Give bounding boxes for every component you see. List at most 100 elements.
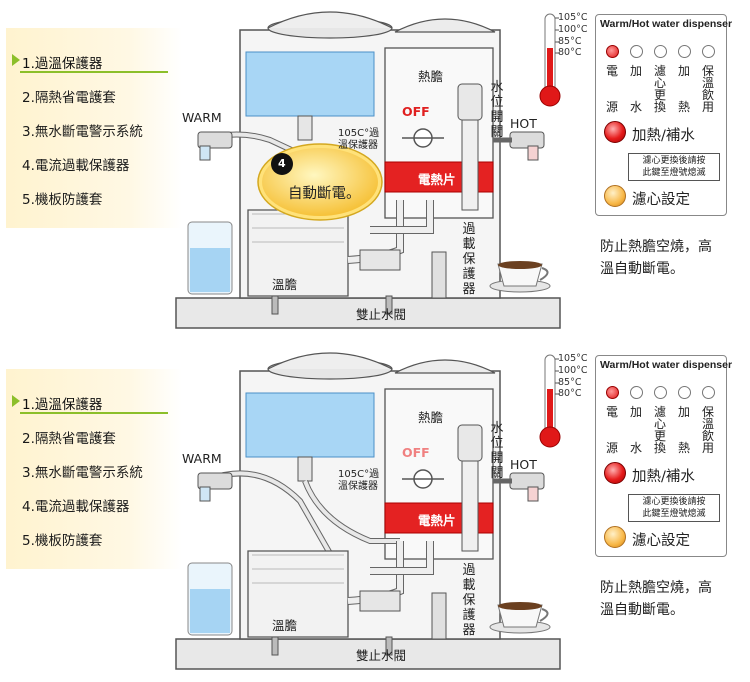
hot-tap-label: HOT bbox=[510, 457, 537, 472]
add-water-led-icon bbox=[630, 386, 643, 399]
filter-led-icon bbox=[654, 45, 667, 58]
caption: 防止熱膽空燒，高 溫自動斷電。 bbox=[600, 580, 712, 618]
indicator-label: 保溫飲 bbox=[701, 64, 714, 102]
heat-refill-button[interactable] bbox=[604, 462, 626, 484]
indicator-label: 換 bbox=[653, 100, 666, 114]
feature-item: 4.電流過載保護器 bbox=[22, 499, 130, 515]
dispenser-svg bbox=[175, 352, 561, 670]
control-panel-title: Warm/Hot water dispenser bbox=[600, 359, 733, 371]
warm-tap-label: WARM bbox=[182, 451, 222, 466]
hot-tap-label: HOT bbox=[510, 116, 537, 131]
indicator-label: 水 bbox=[629, 441, 642, 455]
filter-set-button[interactable] bbox=[604, 526, 626, 548]
hot-tank-label: 熱膽 bbox=[418, 69, 444, 84]
keep-warm-led-icon bbox=[702, 45, 715, 58]
thermo-tick: 100°C bbox=[558, 24, 588, 35]
warm-tank-label: 溫膽 bbox=[272, 618, 298, 633]
heat-refill-button[interactable] bbox=[604, 121, 626, 143]
active-arrow-icon bbox=[12, 395, 20, 407]
water-level-label: 水 位 開 關 bbox=[490, 421, 504, 481]
off-label: OFF bbox=[402, 445, 430, 460]
thermometer: 105°C 100°C 85°C 80°C bbox=[538, 351, 598, 451]
filter-note: 濾心更換後請按 此鍵至燈號熄滅 bbox=[628, 494, 720, 522]
heat-refill-label: 加熱/補水 bbox=[632, 128, 695, 144]
feature-item: 5.機板防護套 bbox=[22, 533, 103, 549]
dual-valve-label: 雙止水閥 bbox=[356, 307, 407, 322]
filter-led-icon bbox=[654, 386, 667, 399]
power-led-icon bbox=[606, 386, 619, 399]
active-arrow-icon bbox=[12, 54, 20, 66]
power-led-icon bbox=[606, 45, 619, 58]
warm-tank-label: 溫膽 bbox=[272, 277, 298, 292]
indicator-label: 保溫飲 bbox=[701, 405, 714, 443]
thermometer: 105°C 100°C 85°C 80°C bbox=[538, 10, 598, 110]
feature-item: 1.過溫保護器 bbox=[22, 56, 103, 72]
overload-protector-label: 過 載 保 護 器 bbox=[462, 563, 476, 638]
panel-without-callout: 1.過溫保護器 2.隔熱省電護套 3.無水斷電警示系統 4.電流過載保護器 5.… bbox=[0, 341, 750, 682]
active-underline bbox=[20, 412, 168, 414]
indicator-label: 水 bbox=[629, 100, 642, 114]
thermometer-icon bbox=[539, 13, 561, 107]
control-panel-title: Warm/Hot water dispenser bbox=[600, 18, 733, 30]
filter-set-label: 濾心設定 bbox=[632, 192, 690, 208]
heater-label: 電熱片 bbox=[418, 172, 456, 187]
water-level-label: 水 位 開 關 bbox=[490, 80, 504, 140]
panel-with-callout: 1.過溫保護器 2.隔熱省電護套 3.無水斷電警示系統 4.電流過載保護器 5.… bbox=[6, 0, 732, 341]
control-panel: Warm/Hot water dispenser 電 加 濾心更 加 保溫飲 源… bbox=[595, 14, 732, 216]
indicator-label: 熱 bbox=[677, 441, 690, 455]
feature-item: 1.過溫保護器 bbox=[22, 397, 103, 413]
thermo-tick: 80°C bbox=[558, 47, 582, 58]
feature-item: 4.電流過載保護器 bbox=[22, 158, 130, 174]
off-label: OFF bbox=[402, 104, 430, 119]
dispenser-diagram: 熱膽 OFF 105C°過 溫保護器 電熱片 WARM HOT 溫膽 雙止水閥 … bbox=[170, 341, 590, 682]
indicator-label: 加 bbox=[629, 405, 642, 419]
protector-label-1: 105C°過 bbox=[338, 128, 380, 139]
filter-set-label: 濾心設定 bbox=[632, 533, 690, 549]
thermo-tick: 105°C bbox=[558, 353, 588, 364]
thermo-tick: 105°C bbox=[558, 12, 588, 23]
indicator-label: 換 bbox=[653, 441, 666, 455]
indicator-label: 加 bbox=[677, 64, 690, 78]
protector-label-2: 溫保護器 bbox=[338, 140, 378, 151]
feature-list: 1.過溫保護器 2.隔熱省電護套 3.無水斷電警示系統 4.電流過載保護器 5.… bbox=[6, 28, 182, 228]
callout-text: 自動斷電。 bbox=[288, 186, 361, 202]
keep-warm-led-icon bbox=[702, 386, 715, 399]
caption: 防止熱膽空燒，高 溫自動斷電。 bbox=[600, 239, 712, 277]
warm-tap-label: WARM bbox=[182, 110, 222, 125]
protector-label-1: 105C°過 bbox=[338, 469, 380, 480]
indicator-label: 加 bbox=[677, 405, 690, 419]
heat-refill-label: 加熱/補水 bbox=[632, 469, 695, 485]
active-underline bbox=[20, 71, 168, 73]
filter-set-button[interactable] bbox=[604, 185, 626, 207]
callout-number: 4 bbox=[278, 157, 286, 170]
indicator-label: 源 bbox=[605, 441, 618, 455]
feature-item: 2.隔熱省電護套 bbox=[22, 431, 116, 447]
filter-note: 濾心更換後請按 此鍵至燈號熄滅 bbox=[628, 153, 720, 181]
heat-led-icon bbox=[678, 45, 691, 58]
protector-label-2: 溫保護器 bbox=[338, 481, 378, 492]
feature-item: 5.機板防護套 bbox=[22, 192, 103, 208]
indicator-label: 電 bbox=[605, 64, 618, 78]
feature-item: 2.隔熱省電護套 bbox=[22, 90, 116, 106]
dispenser-svg bbox=[175, 11, 561, 329]
overload-protector-label: 過 載 保 護 器 bbox=[462, 222, 476, 297]
heater-label: 電熱片 bbox=[418, 513, 456, 528]
indicator-label: 用 bbox=[701, 441, 714, 455]
thermo-tick: 80°C bbox=[558, 388, 582, 399]
thermometer-icon bbox=[539, 354, 561, 448]
indicator-label: 濾心更 bbox=[653, 64, 666, 102]
thermo-tick: 85°C bbox=[558, 377, 582, 388]
feature-item: 3.無水斷電警示系統 bbox=[22, 465, 143, 481]
thermo-tick: 85°C bbox=[558, 36, 582, 47]
thermo-tick: 100°C bbox=[558, 365, 588, 376]
indicator-label: 濾心更 bbox=[653, 405, 666, 443]
dispenser-diagram: 熱膽 OFF 105C°過 溫保護器 電熱片 WARM HOT 溫膽 雙止水閥 … bbox=[170, 0, 590, 341]
indicator-label: 電 bbox=[605, 405, 618, 419]
add-water-led-icon bbox=[630, 45, 643, 58]
indicator-label: 源 bbox=[605, 100, 618, 114]
feature-item: 3.無水斷電警示系統 bbox=[22, 124, 143, 140]
control-panel: Warm/Hot water dispenser 電 加 濾心更 加 保溫飲 源… bbox=[595, 355, 732, 557]
indicator-label: 熱 bbox=[677, 100, 690, 114]
hot-tank-label: 熱膽 bbox=[418, 410, 444, 425]
feature-list: 1.過溫保護器 2.隔熱省電護套 3.無水斷電警示系統 4.電流過載保護器 5.… bbox=[6, 369, 182, 569]
